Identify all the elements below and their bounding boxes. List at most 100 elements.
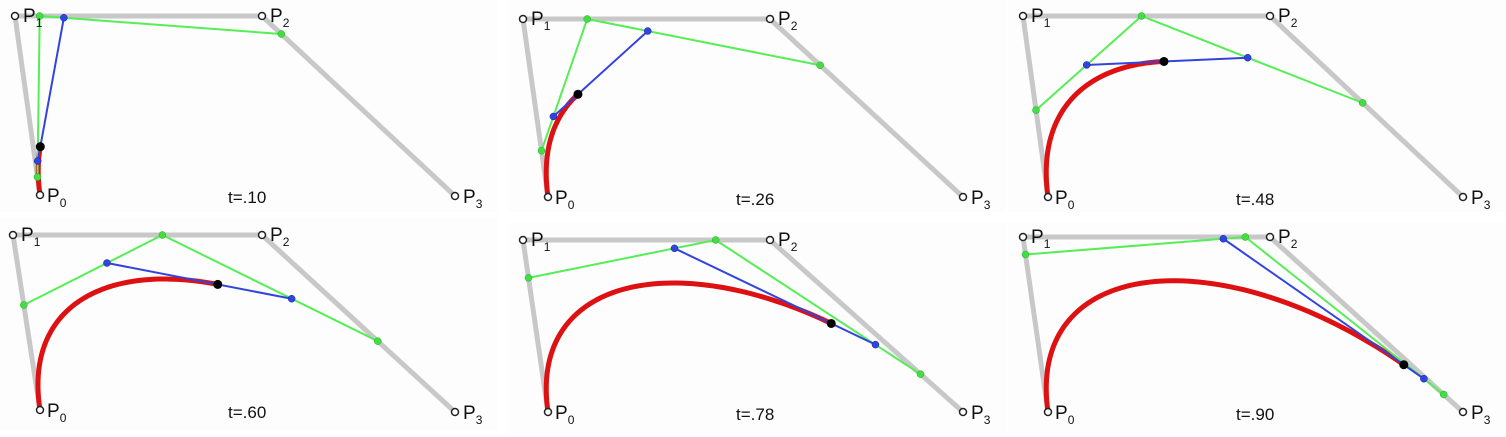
point-letter: P xyxy=(555,403,568,424)
second-level-point-1 xyxy=(103,259,111,267)
second-level-point-1 xyxy=(549,112,558,121)
point-letter: P xyxy=(463,403,476,424)
second-level-point-2 xyxy=(644,27,652,35)
control-point-label-0: P0 xyxy=(1055,403,1075,427)
point-letter: P xyxy=(778,230,791,251)
first-level-point-2 xyxy=(35,12,44,20)
control-point-label-1: P1 xyxy=(1031,6,1051,30)
point-subscript: 1 xyxy=(544,240,551,254)
point-subscript: 1 xyxy=(1044,237,1051,251)
curve-point xyxy=(573,89,583,99)
control-polygon xyxy=(10,232,458,415)
control-point-2 xyxy=(1265,232,1275,242)
first-level-point-1 xyxy=(537,146,546,155)
first-level-point-1 xyxy=(1021,250,1030,259)
point-subscript: 3 xyxy=(476,197,483,211)
point-letter: P xyxy=(1278,227,1291,248)
control-point-label-3: P3 xyxy=(1471,188,1491,212)
control-point-0 xyxy=(1043,407,1053,417)
second-level-line xyxy=(36,17,65,162)
panel-background xyxy=(1008,222,1506,434)
control-point-label-1: P1 xyxy=(21,225,41,249)
control-polygon xyxy=(1020,234,1466,415)
point-subscript: 1 xyxy=(36,16,43,30)
control-point-label-1: P1 xyxy=(23,6,43,30)
control-point-label-3: P3 xyxy=(971,403,991,427)
first-level-point-2 xyxy=(711,236,720,244)
point-subscript: 1 xyxy=(544,19,551,33)
first-level-point-3 xyxy=(1439,390,1448,399)
second-level-point-1 xyxy=(670,244,679,253)
point-letter: P xyxy=(463,187,476,208)
second-level-point-2 xyxy=(1243,53,1252,62)
point-subscript: 2 xyxy=(1291,237,1298,251)
point-letter: P xyxy=(1278,6,1291,27)
point-letter: P xyxy=(270,6,283,27)
curve-point xyxy=(1399,360,1409,370)
control-point-label-2: P2 xyxy=(1278,227,1298,251)
t-value-label: t=.60 xyxy=(228,403,266,422)
control-point-0 xyxy=(543,407,553,417)
control-point-label-3: P3 xyxy=(463,403,483,427)
control-point-2 xyxy=(765,235,775,245)
point-letter: P xyxy=(971,188,984,209)
point-letter: P xyxy=(1471,403,1484,424)
second-level-point-2 xyxy=(871,340,880,349)
control-point-label-2: P2 xyxy=(270,225,290,249)
control-point-2 xyxy=(257,11,267,21)
control-point-label-1: P1 xyxy=(1031,227,1051,251)
first-level-point-3 xyxy=(374,337,382,345)
curve-point xyxy=(35,142,45,152)
first-level-point-1 xyxy=(524,274,533,282)
first-level-point-1 xyxy=(33,173,42,181)
point-letter: P xyxy=(971,403,984,424)
panel-background xyxy=(1008,0,1506,212)
control-point-label-3: P3 xyxy=(971,188,991,212)
bezier-curve-segment xyxy=(35,276,221,413)
point-subscript: 3 xyxy=(476,413,483,427)
point-subscript: 1 xyxy=(34,235,41,249)
point-subscript: 0 xyxy=(568,413,575,427)
second-level-line xyxy=(1222,237,1425,380)
control-point-2 xyxy=(765,14,775,24)
control-point-label-3: P3 xyxy=(463,187,483,211)
point-letter: P xyxy=(531,230,544,251)
second-level-line xyxy=(674,247,876,346)
t-value-label: t=.48 xyxy=(1236,190,1274,209)
panel-background xyxy=(508,222,1006,434)
control-point-label-2: P2 xyxy=(270,6,290,30)
second-level-point-1 xyxy=(1219,235,1228,243)
control-point-label-0: P0 xyxy=(47,401,67,425)
control-point-label-0: P0 xyxy=(555,403,575,427)
first-level-point-1 xyxy=(20,301,28,309)
control-point-1 xyxy=(518,235,528,245)
point-subscript: 2 xyxy=(1291,16,1298,30)
point-letter: P xyxy=(1031,227,1044,248)
control-point-3 xyxy=(1458,407,1468,417)
point-letter: P xyxy=(270,225,283,246)
first-level-point-3 xyxy=(916,370,925,378)
control-point-3 xyxy=(450,191,460,201)
control-point-label-2: P2 xyxy=(1278,6,1298,30)
control-polygon xyxy=(12,13,458,199)
second-level-point-2 xyxy=(287,294,296,303)
bezier-curve-segment xyxy=(543,280,834,415)
first-level-point-3 xyxy=(277,30,286,38)
point-letter: P xyxy=(21,225,34,246)
first-level-point-1 xyxy=(1032,106,1040,114)
point-subscript: 0 xyxy=(1068,413,1075,427)
point-letter: P xyxy=(23,6,36,27)
point-letter: P xyxy=(1055,403,1068,424)
point-letter: P xyxy=(778,9,791,30)
control-point-3 xyxy=(450,407,460,417)
control-polygon xyxy=(520,237,966,415)
control-point-0 xyxy=(1043,192,1053,202)
control-point-2 xyxy=(1265,11,1275,21)
point-subscript: 0 xyxy=(1068,198,1075,212)
point-letter: P xyxy=(531,9,544,30)
